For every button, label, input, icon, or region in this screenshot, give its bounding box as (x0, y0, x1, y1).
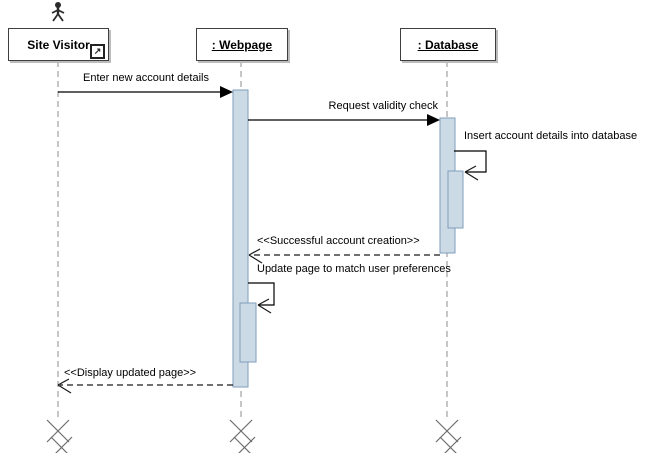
message-arrow-request-validity-check[interactable] (248, 114, 440, 126)
message-arrow-display-updated-page[interactable] (57, 378, 233, 394)
message-label-insert-account-details[interactable]: Insert account details into database (464, 130, 638, 142)
message-label-successful-account-creation[interactable]: <<Successful account creation>> (257, 235, 420, 247)
message-arrow-successful-account-creation[interactable] (248, 248, 440, 264)
message-arrow-enter-account-details[interactable] (58, 86, 233, 98)
message-arrow-update-page[interactable] (248, 282, 275, 314)
message-label-display-updated-page[interactable]: <<Display updated page>> (64, 367, 197, 379)
message-label-request-validity-check[interactable]: Request validity check (328, 100, 438, 112)
lifeline-head-label: : Database (417, 37, 479, 52)
actor-stick-figure-icon (51, 2, 65, 22)
drilldown-arrow-icon[interactable]: ↗ (90, 44, 105, 59)
message-label-enter-account-details[interactable]: Enter new account details (83, 72, 209, 84)
destruction-x-icon (229, 419, 256, 453)
activation-bar-database-nested[interactable] (447, 170, 464, 229)
destruction-x-icon (435, 419, 462, 453)
message-label-update-page[interactable]: Update page to match user preferences (257, 263, 451, 275)
activation-bar-webpage-nested[interactable] (239, 302, 257, 363)
lifeline-head-webpage[interactable]: : Webpage (196, 28, 288, 61)
lifeline-head-database[interactable]: : Database (400, 28, 496, 61)
lifeline-head-site-visitor[interactable]: Site Visitor ↗ (8, 28, 109, 61)
destruction-x-icon (46, 419, 73, 453)
lifeline-head-label: : Webpage (211, 37, 273, 52)
lifeline-head-label: Site Visitor (27, 37, 90, 52)
message-arrow-insert-account-details[interactable] (454, 150, 487, 181)
